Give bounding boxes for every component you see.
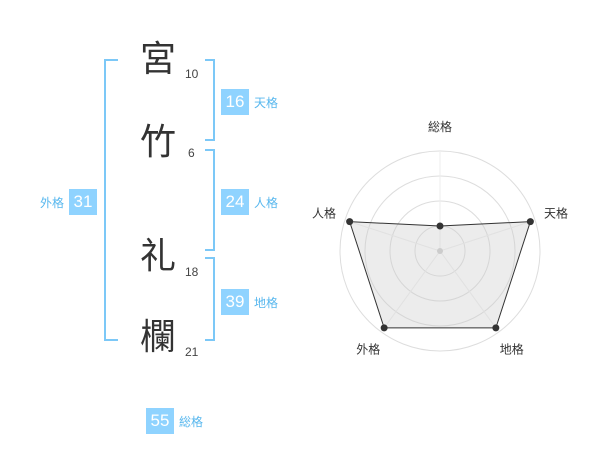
gaikaku-label: 外格 [40,195,65,210]
radar-spoke [439,250,500,333]
radar-points [346,218,534,332]
chikaku-bracket [205,257,215,341]
radar-spoke [380,250,441,333]
tenkaku-value: 16 [221,89,249,115]
stroke-count-1: 10 [185,67,199,81]
radar-point-4 [380,324,388,332]
chikaku-label: 地格 [254,295,279,310]
tenkaku-bracket [205,59,215,141]
radar-point-3 [492,324,500,332]
radar-spoke [344,219,441,252]
radar-point-2 [526,218,534,226]
soukaku-score: 55 総格 [146,408,203,434]
stroke-count-4: 21 [185,345,199,359]
name-char-2: 竹 [140,122,177,163]
radar-center-dot [437,248,443,254]
name-char-4: 欄 [140,317,177,358]
name-char-1: 宮 [140,39,177,80]
chikaku-score: 39 地格 [221,289,278,315]
radar-axis-label-5: 人格 [312,205,336,220]
radar-area [348,221,532,329]
jinkaku-score: 24 人格 [221,189,278,215]
stroke-count-3: 18 [185,265,199,279]
tenkaku-score: 16 天格 [221,89,278,115]
radar-axis-label-2: 天格 [544,205,568,220]
stroke-count-2: 6 [188,146,195,160]
radar-axis-label-3: 地格 [500,342,524,357]
name-char-3: 礼 [140,236,177,277]
soukaku-label: 総格 [179,414,204,429]
soukaku-value: 55 [146,408,174,434]
chikaku-value: 39 [221,289,249,315]
radar-point-5 [346,218,354,226]
jinkaku-value: 24 [221,189,249,215]
gaikaku-bracket [104,59,118,341]
radar-axis-label-1: 総格 [428,119,452,134]
jinkaku-label: 人格 [254,195,279,210]
radar-point-1 [436,222,444,230]
tenkaku-label: 天格 [254,95,279,110]
jinkaku-bracket [205,149,215,251]
radar-spoke [439,219,536,252]
radar-axis-label-4: 外格 [356,342,380,357]
gaikaku-value: 31 [69,189,98,215]
gaikaku-score: 外格 31 [40,189,98,215]
radar-spokes [344,151,536,333]
